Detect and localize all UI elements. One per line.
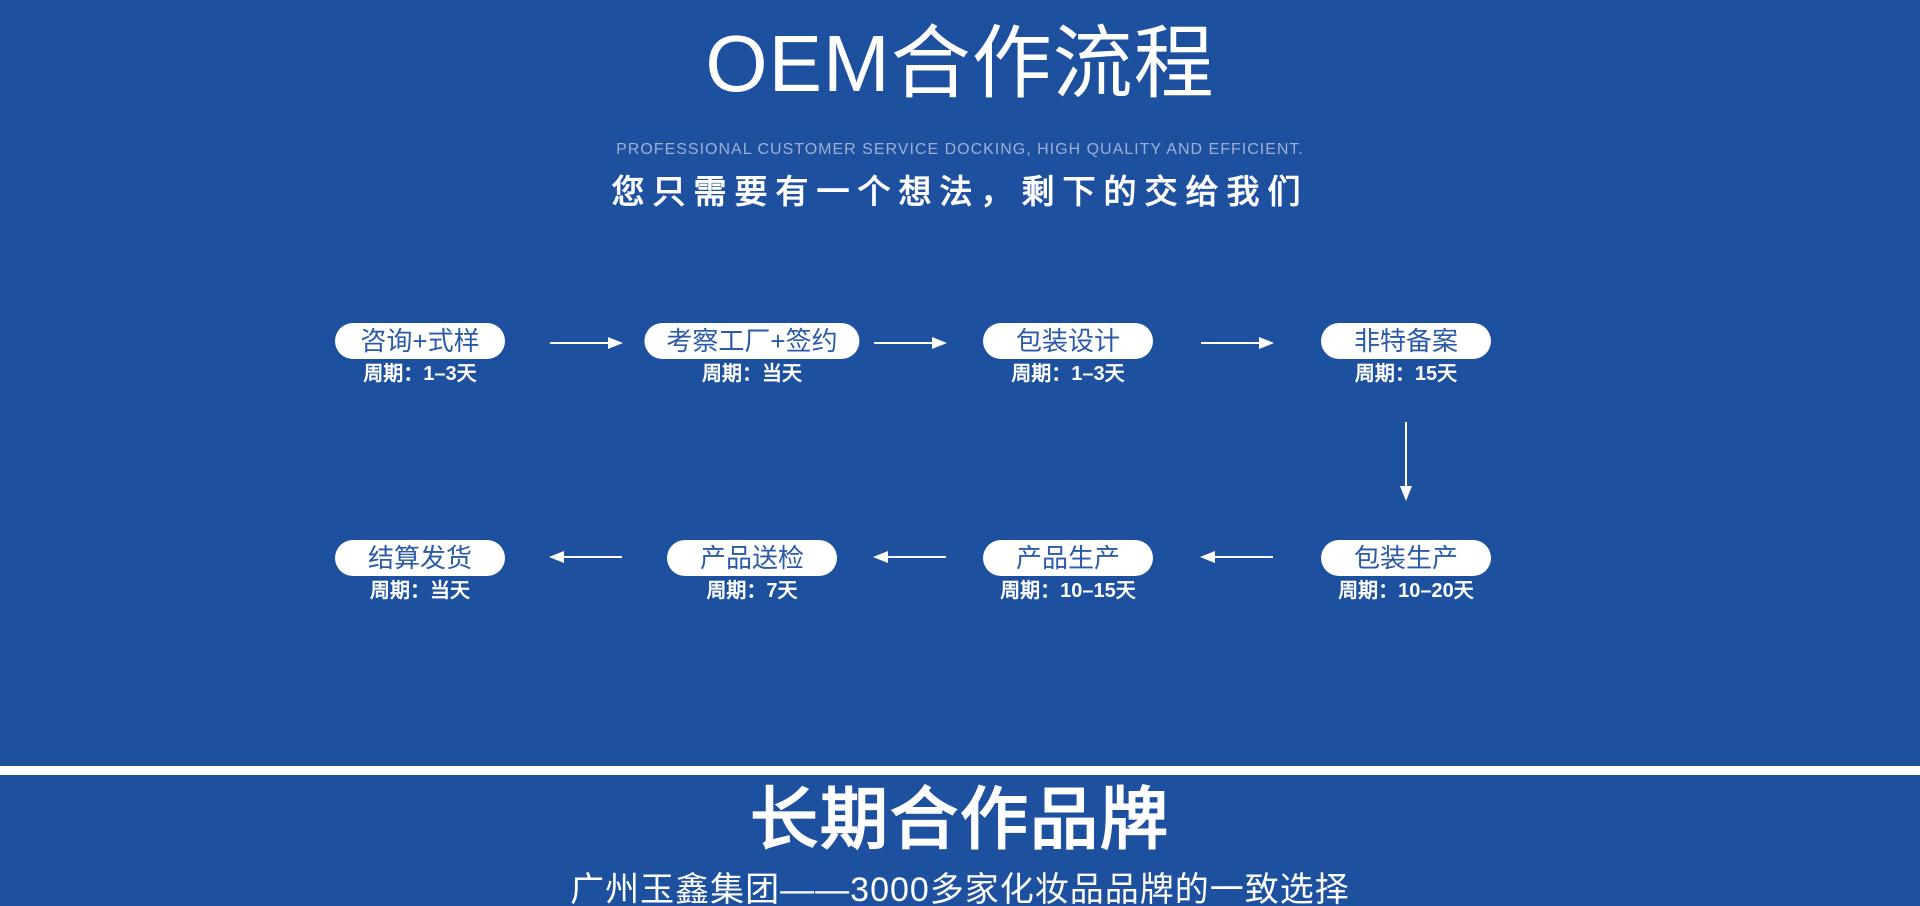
arrow-right-icon <box>874 337 947 349</box>
arrow-right-icon <box>1201 337 1274 349</box>
flow-step-special-filing: 非特备案 周期：15天 <box>1321 323 1491 386</box>
page-subtitle-english: PROFESSIONAL CUSTOMER SERVICE DOCKING, H… <box>616 141 1304 158</box>
flow-step-pill: 非特备案 <box>1321 323 1491 359</box>
flow-step-pill: 结算发货 <box>335 540 505 576</box>
flow-step-period: 周期：10–20天 <box>1338 580 1474 602</box>
flow-step-period: 周期：1–3天 <box>363 363 477 385</box>
section-divider <box>0 766 1920 775</box>
flow-step-product-production: 产品生产 周期：10–15天 <box>983 540 1153 603</box>
flow-step-period: 周期：15天 <box>1354 363 1458 385</box>
flow-step-product-inspection: 产品送检 周期：7天 <box>667 540 837 603</box>
arrow-left-icon <box>873 551 946 563</box>
arrow-right-icon <box>550 337 623 349</box>
flow-step-pill: 考察工厂+签约 <box>644 323 860 359</box>
arrow-left-icon <box>549 551 622 563</box>
flow-step-pill: 咨询+式样 <box>335 323 505 359</box>
flow-step-consult: 咨询+式样 周期：1–3天 <box>335 323 505 386</box>
page-title: OEM合作流程 <box>705 19 1215 108</box>
flow-step-pill: 产品生产 <box>983 540 1153 576</box>
flow-step-package-design: 包装设计 周期：1–3天 <box>983 323 1153 386</box>
flow-step-period: 周期：1–3天 <box>1011 363 1125 385</box>
footer-section-subtitle: 广州玉鑫集团——3000多家化妆品品牌的一致选择 <box>570 871 1350 906</box>
flow-step-period: 周期：当天 <box>702 363 802 385</box>
flow-step-period: 周期：7天 <box>706 580 798 602</box>
flow-step-pill: 包装生产 <box>1321 540 1491 576</box>
flow-step-period: 周期：当天 <box>370 580 470 602</box>
page-subtitle-chinese: 您只需要有一个想法，剩下的交给我们 <box>611 173 1309 210</box>
flow-step-factory-visit: 考察工厂+签约 周期：当天 <box>644 323 860 386</box>
footer-section-title: 长期合作品牌 <box>749 782 1170 858</box>
arrow-left-icon <box>1200 551 1273 563</box>
flow-step-pill: 产品送检 <box>667 540 837 576</box>
flow-step-period: 周期：10–15天 <box>1000 580 1136 602</box>
arrow-down-icon <box>1400 422 1412 501</box>
flow-step-package-production: 包装生产 周期：10–20天 <box>1321 540 1491 603</box>
flow-step-settle-ship: 结算发货 周期：当天 <box>335 540 505 603</box>
flow-step-pill: 包装设计 <box>983 323 1153 359</box>
